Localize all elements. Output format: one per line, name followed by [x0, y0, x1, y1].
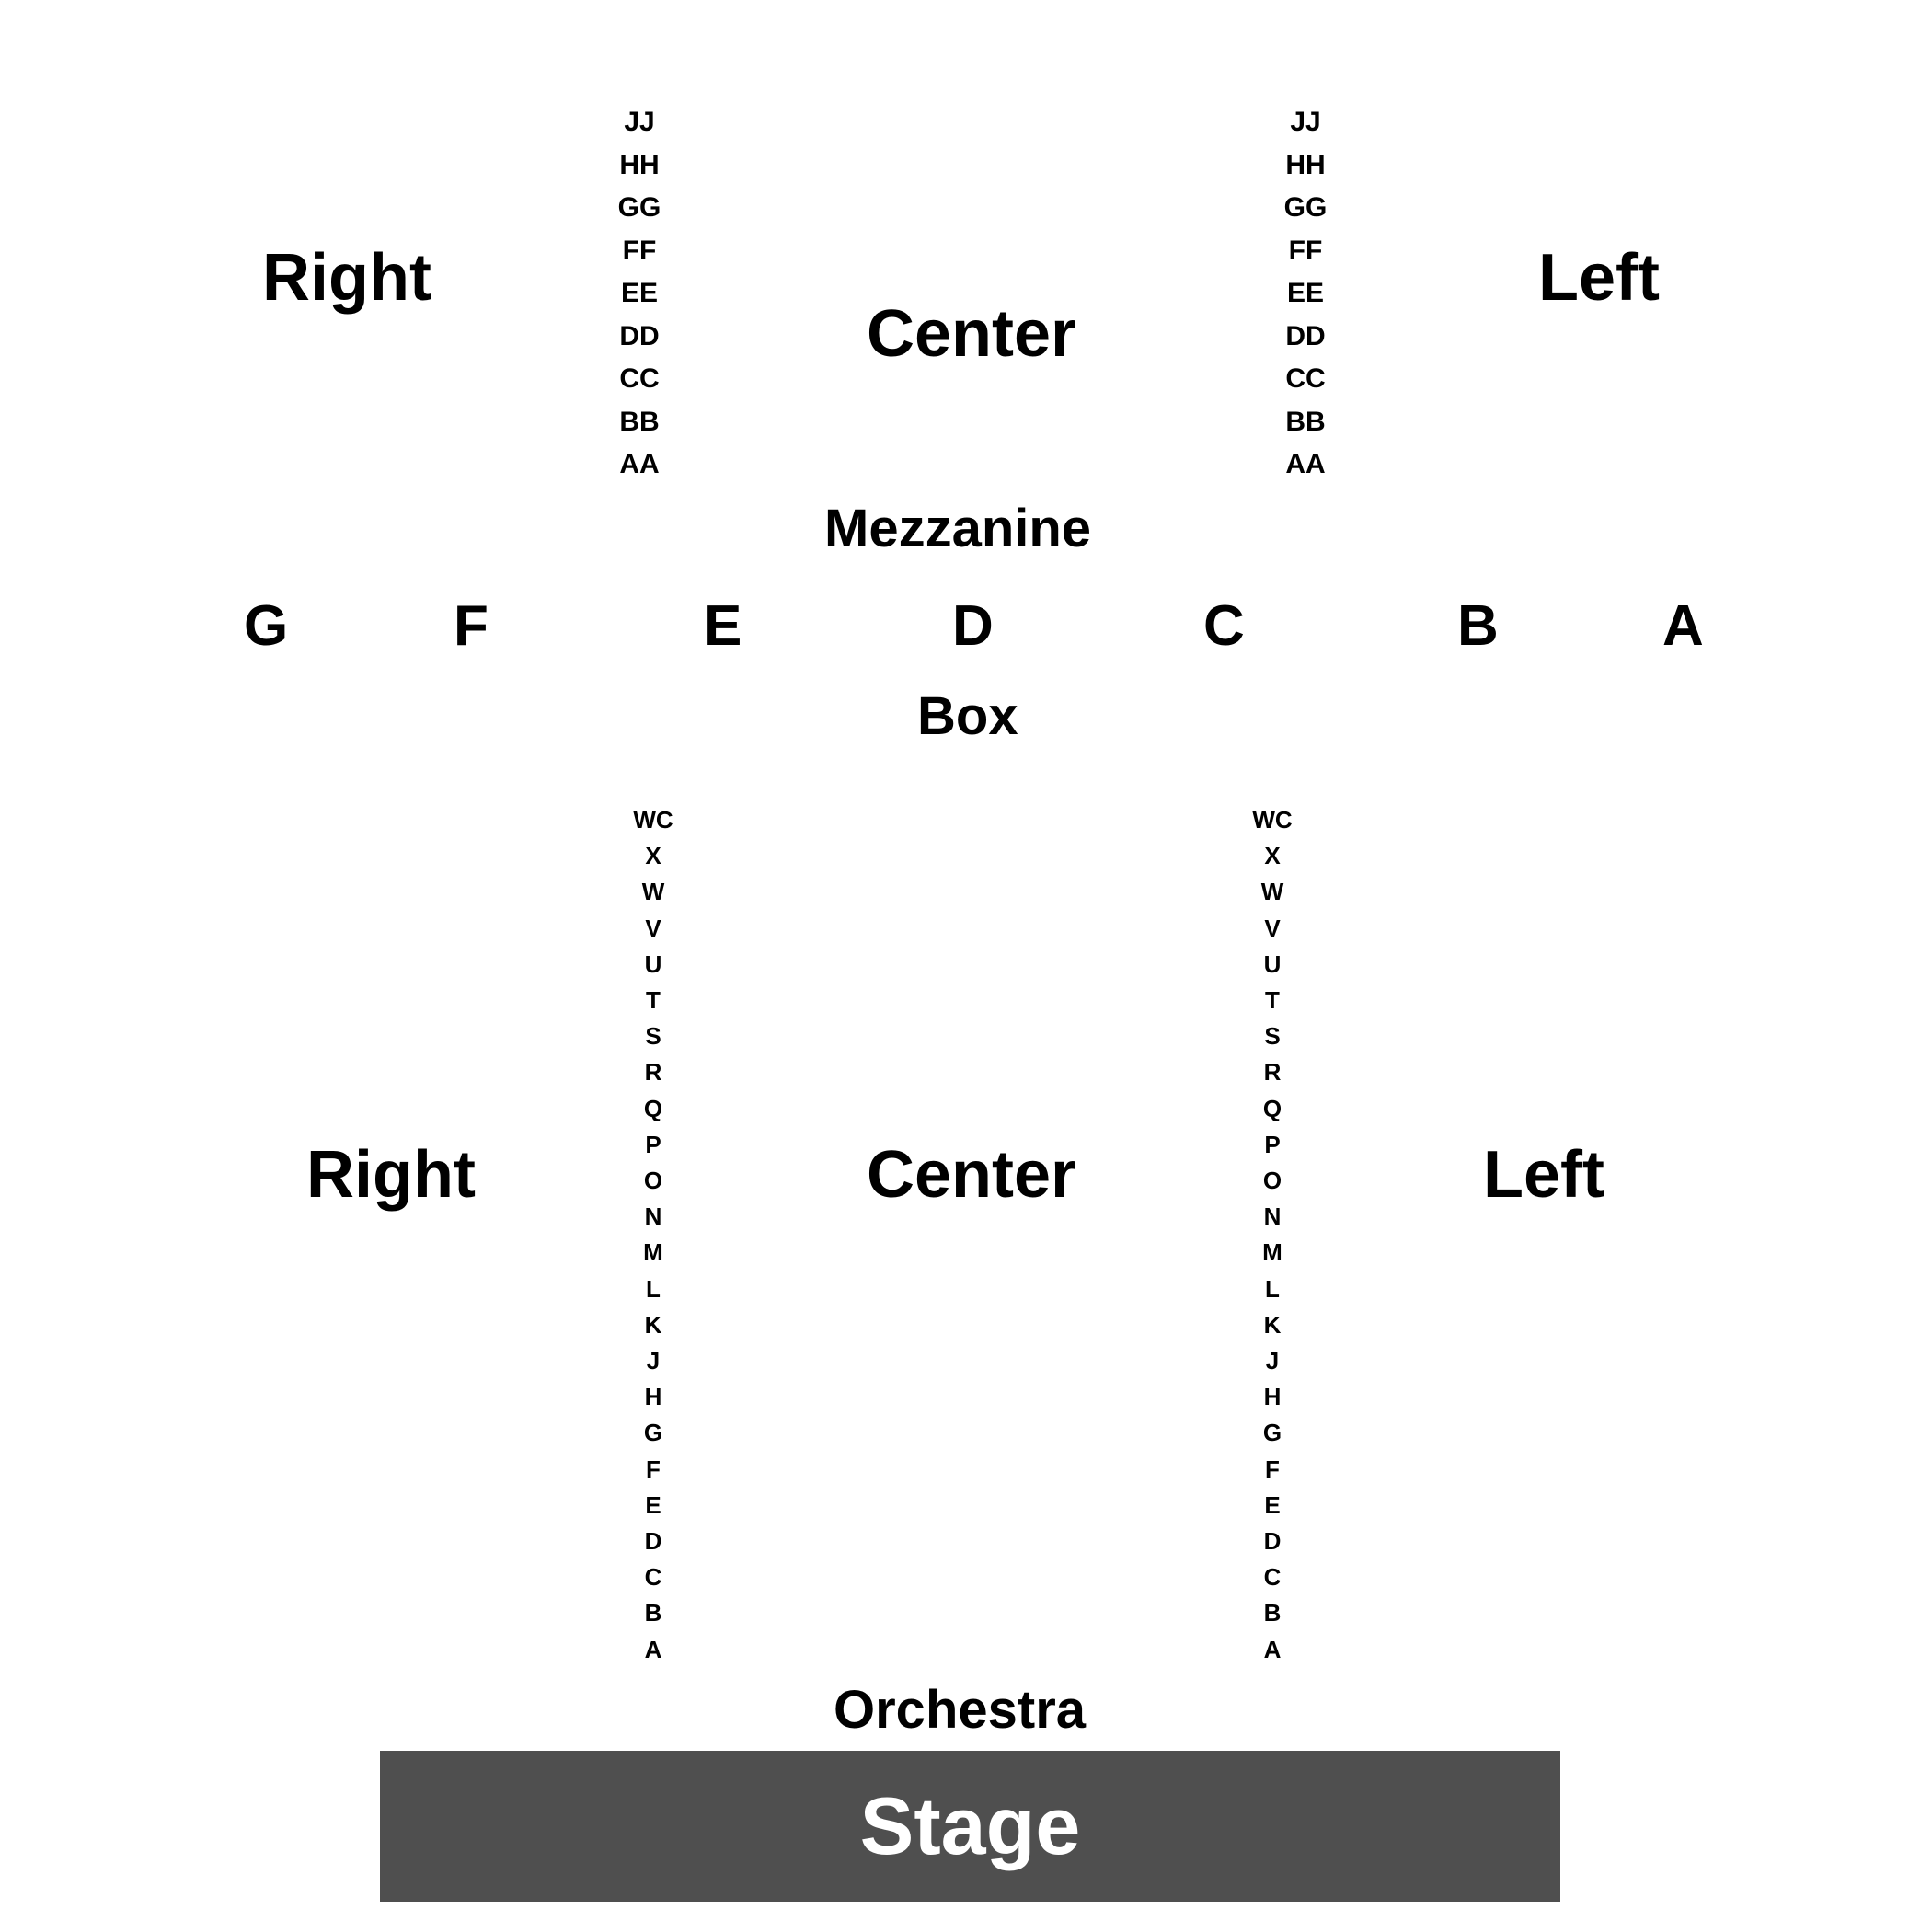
row-label-a[interactable]: A — [644, 1635, 662, 1663]
row-label-o[interactable]: O — [1262, 1167, 1282, 1194]
mezzanine-row-labels-right: JJ HH GG FF EE DD CC BB AA — [593, 107, 685, 484]
box-c[interactable]: C — [1203, 594, 1245, 658]
row-label-bb[interactable]: BB — [619, 406, 660, 437]
row-label-c[interactable]: C — [1263, 1563, 1282, 1592]
row-label-aa[interactable]: AA — [1285, 449, 1326, 479]
orchestra-section-left[interactable]: Left — [1483, 1138, 1604, 1212]
row-label-u[interactable]: U — [1263, 949, 1282, 978]
row-label-m[interactable]: M — [1262, 1238, 1282, 1267]
box-f[interactable]: F — [454, 594, 489, 658]
box-d[interactable]: D — [952, 594, 994, 658]
box-e[interactable]: E — [704, 594, 742, 658]
row-label-q[interactable]: Q — [643, 1094, 663, 1122]
row-label-v[interactable]: V — [645, 914, 661, 942]
row-label-s[interactable]: S — [645, 1022, 661, 1051]
row-label-wc[interactable]: WC — [1252, 806, 1293, 834]
row-label-f[interactable]: F — [646, 1455, 661, 1483]
row-label-n[interactable]: N — [644, 1202, 662, 1231]
row-label-w[interactable]: W — [1260, 878, 1284, 906]
row-label-gg[interactable]: GG — [1283, 192, 1328, 223]
row-label-jj[interactable]: JJ — [1290, 107, 1321, 137]
row-label-p[interactable]: P — [645, 1130, 661, 1158]
row-label-m[interactable]: M — [643, 1238, 663, 1267]
stage: Stage — [380, 1751, 1560, 1902]
row-label-l[interactable]: L — [1265, 1274, 1280, 1303]
row-label-ee[interactable]: EE — [620, 278, 659, 308]
row-label-k[interactable]: K — [1263, 1310, 1282, 1339]
row-label-p[interactable]: P — [1264, 1130, 1281, 1158]
row-label-b[interactable]: B — [644, 1599, 662, 1627]
row-label-h[interactable]: H — [1263, 1383, 1282, 1411]
orchestra-section-center[interactable]: Center — [867, 1138, 1077, 1212]
box-title: Box — [917, 686, 1018, 746]
row-label-hh[interactable]: HH — [1285, 149, 1326, 180]
box-a[interactable]: A — [1662, 594, 1704, 658]
row-label-e[interactable]: E — [1264, 1490, 1281, 1519]
orchestra-section-right[interactable]: Right — [306, 1138, 476, 1212]
row-label-jj[interactable]: JJ — [624, 107, 655, 137]
row-label-j[interactable]: J — [1265, 1347, 1280, 1374]
row-label-r[interactable]: R — [1263, 1058, 1282, 1087]
row-label-j[interactable]: J — [646, 1347, 661, 1374]
row-label-aa[interactable]: AA — [619, 449, 660, 479]
row-label-hh[interactable]: HH — [619, 149, 660, 180]
mezzanine-section-left[interactable]: Left — [1538, 241, 1660, 315]
row-label-d[interactable]: D — [644, 1527, 662, 1555]
row-label-cc[interactable]: CC — [1285, 363, 1326, 394]
stage-label: Stage — [859, 1780, 1081, 1871]
row-label-gg[interactable]: GG — [617, 192, 661, 223]
row-label-e[interactable]: E — [645, 1490, 661, 1519]
row-label-t[interactable]: T — [646, 986, 661, 1014]
row-label-k[interactable]: K — [644, 1310, 662, 1339]
row-label-cc[interactable]: CC — [619, 363, 660, 394]
row-label-dd[interactable]: DD — [619, 320, 660, 351]
row-label-h[interactable]: H — [644, 1383, 662, 1411]
row-label-u[interactable]: U — [644, 949, 662, 978]
mezzanine-row-labels-left: JJ HH GG FF EE DD CC BB AA — [1259, 107, 1351, 484]
row-label-x[interactable]: X — [645, 842, 661, 870]
row-label-dd[interactable]: DD — [1285, 320, 1326, 351]
row-label-c[interactable]: C — [644, 1563, 662, 1592]
row-label-d[interactable]: D — [1263, 1527, 1282, 1555]
row-label-g[interactable]: G — [643, 1419, 663, 1447]
row-label-ff[interactable]: FF — [1288, 235, 1323, 266]
row-label-o[interactable]: O — [643, 1167, 663, 1194]
box-g[interactable]: G — [244, 594, 289, 658]
box-b[interactable]: B — [1457, 594, 1499, 658]
row-label-bb[interactable]: BB — [1285, 406, 1326, 437]
mezzanine-section-right[interactable]: Right — [262, 241, 431, 315]
row-label-w[interactable]: W — [641, 878, 665, 906]
mezzanine-section-center[interactable]: Center — [867, 297, 1077, 371]
mezzanine-title: Mezzanine — [824, 499, 1092, 558]
row-label-r[interactable]: R — [644, 1058, 662, 1087]
row-label-wc[interactable]: WC — [633, 806, 673, 834]
row-label-x[interactable]: X — [1264, 842, 1281, 870]
row-label-l[interactable]: L — [646, 1274, 661, 1303]
row-label-t[interactable]: T — [1265, 986, 1280, 1014]
row-label-q[interactable]: Q — [1262, 1094, 1282, 1122]
row-label-a[interactable]: A — [1263, 1635, 1282, 1663]
orchestra-title: Orchestra — [834, 1680, 1087, 1740]
row-label-ee[interactable]: EE — [1286, 278, 1325, 308]
row-label-n[interactable]: N — [1263, 1202, 1282, 1231]
row-label-f[interactable]: F — [1265, 1455, 1280, 1483]
row-label-ff[interactable]: FF — [622, 235, 657, 266]
row-label-b[interactable]: B — [1263, 1599, 1282, 1627]
row-label-v[interactable]: V — [1264, 914, 1281, 942]
row-label-s[interactable]: S — [1264, 1022, 1281, 1051]
row-label-g[interactable]: G — [1262, 1419, 1282, 1447]
